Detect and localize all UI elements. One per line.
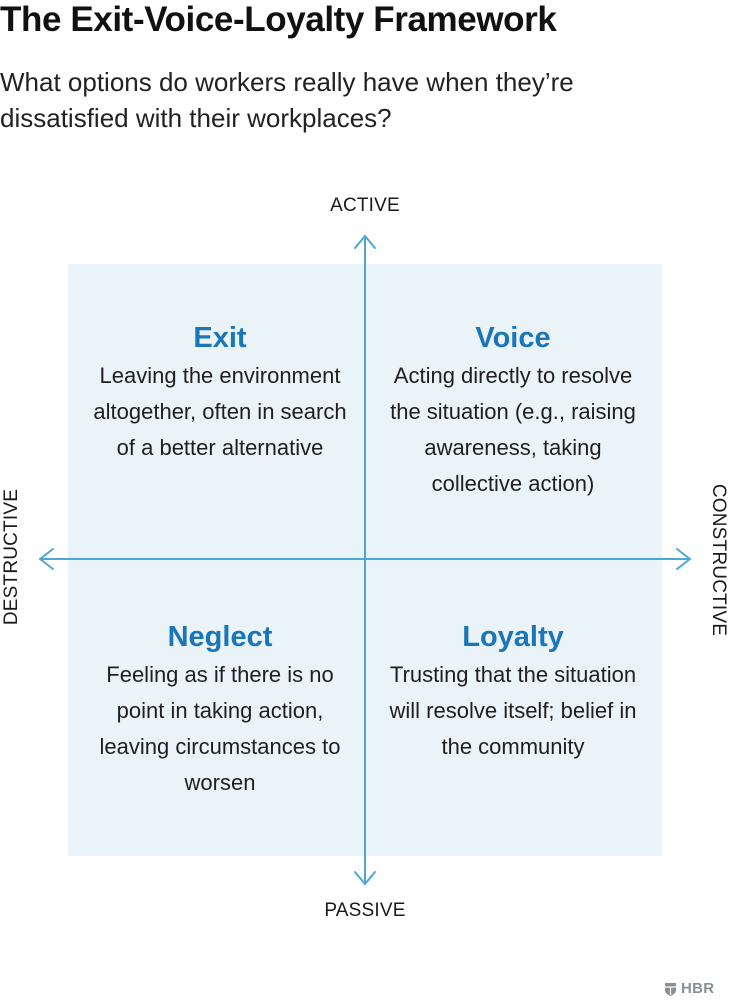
quadrant-title-exit: Exit — [193, 322, 247, 354]
axis-label-active: ACTIVE — [330, 195, 400, 216]
quadrant-loyalty: Loyalty Trusting that the situation will… — [378, 617, 648, 765]
logo-text: HBR — [681, 980, 715, 997]
quadrant-description-voice: Acting directly to resolve the situation… — [390, 363, 636, 496]
quadrant-title-loyalty: Loyalty — [462, 621, 564, 653]
arrow-left-icon — [39, 548, 54, 570]
quadrant-title-neglect: Neglect — [167, 621, 273, 653]
page-title: The Exit-Voice-Loyalty Framework — [0, 0, 557, 39]
arrow-right-icon — [676, 548, 691, 570]
arrow-up-icon — [354, 235, 376, 249]
shield-icon — [665, 982, 676, 996]
axis-label-destructive: DESTRUCTIVE — [1, 488, 22, 626]
quadrant-neglect: Neglect Feeling as if there is no point … — [85, 617, 355, 801]
hbr-logo: HBR — [664, 981, 714, 997]
quadrant-voice: Voice Acting directly to resolve the sit… — [378, 318, 648, 502]
page-subtitle: What options do workers really have when… — [0, 67, 574, 133]
quadrant-description-neglect: Feeling as if there is no point in takin… — [99, 662, 341, 795]
quadrant-description-loyalty: Trusting that the situation will resolve… — [389, 662, 637, 759]
axis-label-passive: PASSIVE — [324, 900, 406, 921]
axis-label-constructive: CONSTRUCTIVE — [708, 483, 729, 637]
quadrant-title-voice: Voice — [475, 322, 551, 354]
quadrant-description-exit: Leaving the environment altogether, ofte… — [93, 363, 347, 460]
quadrant-exit: Exit Leaving the environment altogether,… — [85, 318, 355, 466]
arrow-down-icon — [354, 871, 376, 885]
